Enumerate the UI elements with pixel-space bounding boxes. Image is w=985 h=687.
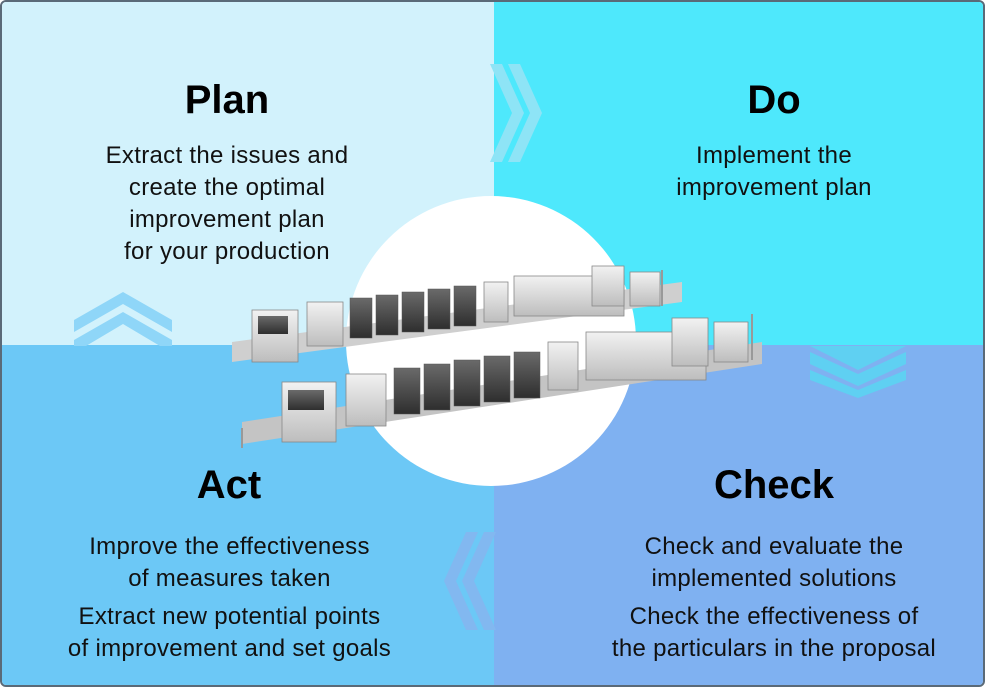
plan-line: create the optimal — [128, 174, 326, 201]
double-chevron-down-icon — [810, 346, 906, 398]
smt-production-lines-image — [232, 265, 762, 448]
do-title: Do — [747, 78, 801, 122]
act-line: Extract new potential points — [78, 603, 381, 630]
check-title: Check — [713, 463, 835, 507]
check-line: the particulars in the proposal — [611, 635, 937, 662]
do-description: Implement the improvement plan — [614, 140, 934, 204]
act-line: of measures taken — [128, 565, 331, 592]
do-line: Implement the — [696, 142, 852, 169]
check-description: Check and evaluate the implemented solut… — [564, 531, 983, 665]
act-title: Act — [196, 463, 262, 507]
plan-line: for your production — [124, 238, 330, 265]
act-line: of improvement and set goals — [67, 635, 392, 662]
back-production-line — [232, 265, 682, 363]
check-line: Check the effectiveness of — [629, 603, 919, 630]
front-production-line — [241, 314, 762, 448]
check-line: implemented solutions — [651, 565, 897, 592]
act-line: Improve the effectiveness — [89, 533, 370, 560]
double-chevron-left-icon — [444, 532, 496, 630]
plan-title: Plan — [184, 78, 270, 122]
plan-line: improvement plan — [129, 206, 325, 233]
do-line: improvement plan — [676, 174, 872, 201]
double-chevron-up-icon — [74, 292, 172, 346]
check-line: Check and evaluate the — [644, 533, 904, 560]
double-chevron-right-icon — [490, 64, 542, 162]
plan-description: Extract the issues and create the optima… — [42, 140, 412, 268]
plan-line: Extract the issues and — [105, 142, 349, 169]
act-description: Improve the effectiveness of measures ta… — [22, 531, 437, 665]
